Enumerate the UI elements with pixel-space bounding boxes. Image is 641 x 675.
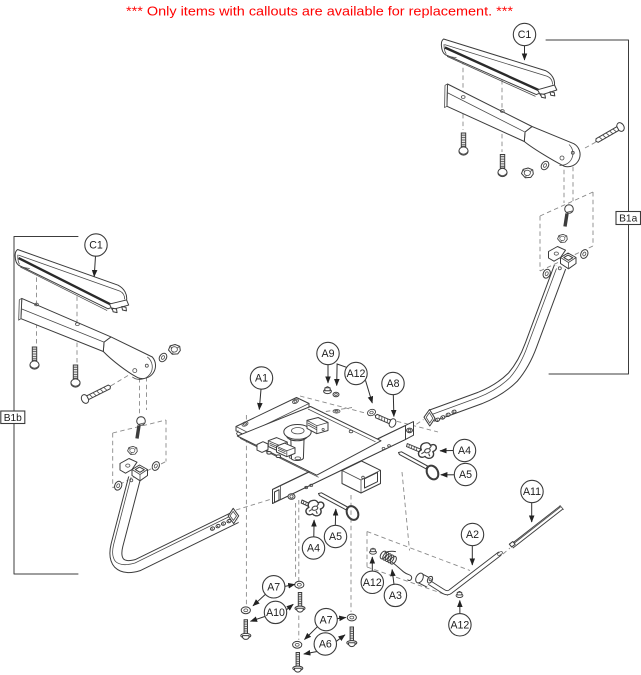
svg-text:B1a: B1a xyxy=(619,214,637,225)
svg-text:A5: A5 xyxy=(459,469,472,481)
svg-text:*** Only items with callouts a: *** Only items with callouts are availab… xyxy=(126,4,513,19)
svg-text:A6: A6 xyxy=(319,639,332,651)
svg-text:A8: A8 xyxy=(387,378,400,390)
svg-text:A7: A7 xyxy=(320,614,333,626)
svg-text:A10: A10 xyxy=(266,607,285,619)
svg-text:B1b: B1b xyxy=(4,413,22,424)
svg-text:A9: A9 xyxy=(322,348,335,360)
svg-text:A4: A4 xyxy=(458,445,471,457)
svg-text:A3: A3 xyxy=(389,590,402,602)
svg-text:A2: A2 xyxy=(466,529,479,541)
svg-text:A4: A4 xyxy=(307,543,320,555)
svg-text:A5: A5 xyxy=(329,531,342,543)
svg-text:A12: A12 xyxy=(450,620,469,632)
svg-text:A12: A12 xyxy=(347,368,366,380)
svg-text:C1: C1 xyxy=(89,240,103,252)
svg-text:A1: A1 xyxy=(255,373,268,385)
svg-text:A7: A7 xyxy=(267,582,280,594)
svg-text:C1: C1 xyxy=(518,29,532,41)
svg-text:A11: A11 xyxy=(523,486,541,498)
svg-text:A12: A12 xyxy=(363,577,382,589)
